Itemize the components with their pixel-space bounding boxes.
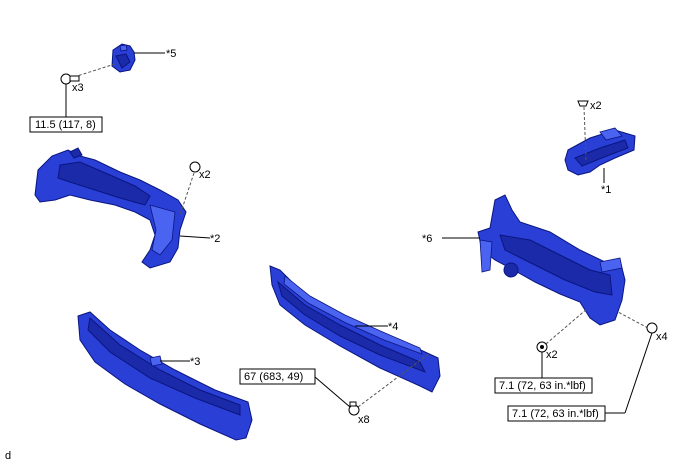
corner-label: d [5,450,11,462]
part-4-reinforcement [269,265,441,393]
callout-3: *3 [190,356,200,368]
torque-5: 11.5 (117, 8) [35,119,96,131]
torque-6b: 7.1 (72, 63 in.*lbf) [512,408,599,420]
clip-icon [189,161,201,173]
part-3-absorber [77,311,253,441]
qty-6b: x4 [656,331,668,343]
torque-box-4 [239,368,316,385]
clip-icon [577,100,589,107]
torque-4: 67 (683, 49) [244,371,303,383]
callout-2: *2 [210,233,220,245]
part-2-radiator-support [34,147,187,269]
qty-2: x2 [199,169,211,181]
torque-box-6a [494,377,593,394]
callout-4: *4 [388,321,398,333]
bolt-icon [348,401,360,416]
part-6-lower-support [477,194,626,326]
qty-1: x2 [590,100,602,112]
torque-box-5 [29,116,103,133]
callout-6: *6 [422,233,432,245]
qty-5: x3 [72,82,84,94]
callout-5: *5 [166,48,176,60]
qty-4: x8 [358,414,370,426]
part-5-bracket [111,43,136,73]
callout-1: *1 [601,184,611,196]
bolt-icon [60,73,80,85]
part-1-air-duct [564,127,636,176]
torque-6a: 7.1 (72, 63 in.*lbf) [499,380,586,392]
qty-6a: x2 [546,349,558,361]
